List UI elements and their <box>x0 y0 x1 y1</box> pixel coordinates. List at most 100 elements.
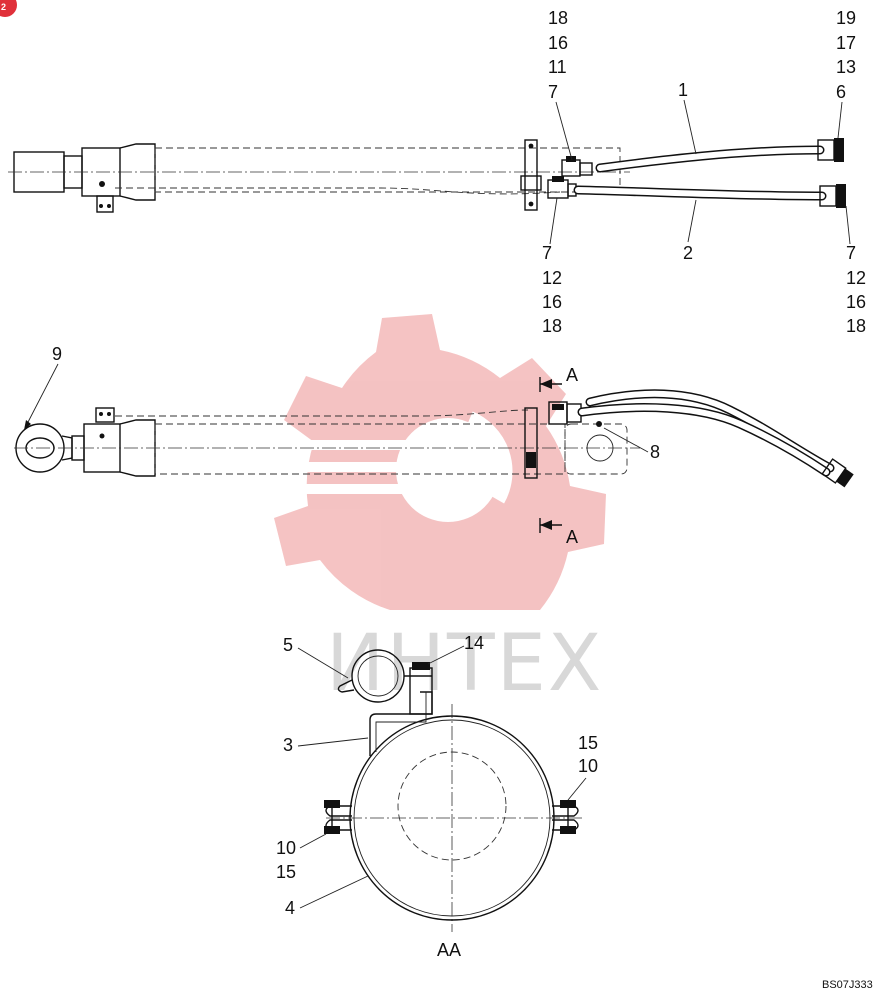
leader-bolt-top <box>427 645 465 665</box>
corner-badge-circle <box>0 0 17 17</box>
callout-band: 4 <box>285 898 295 918</box>
leader-bottom-left <box>549 197 558 245</box>
top-hose-1-core <box>597 147 823 171</box>
section-marker-top-letter: A <box>566 365 578 385</box>
callout-top-left-1: 18 <box>548 8 568 28</box>
middle-cap-end <box>564 423 628 475</box>
callout-top-left-2: 16 <box>548 33 568 53</box>
callout-bottom-right-1: 7 <box>846 243 856 263</box>
drawing-code: BS07J333 <box>822 979 873 991</box>
middle-port-fitting-1-nut <box>552 404 564 410</box>
callout-clamp-small: 5 <box>283 635 293 655</box>
top-hose-1-end-nut <box>834 138 844 162</box>
section-marker-bottom: A <box>539 518 578 547</box>
leader-bottom-right <box>845 205 851 245</box>
section-bracket-inner <box>375 692 427 752</box>
section-pipe-clamp-tail <box>337 679 355 693</box>
callout-top-right-4: 6 <box>836 82 846 102</box>
middle-barrel <box>154 423 566 475</box>
top-upper-adapter <box>579 162 593 176</box>
top-barrel-clamp-tab <box>520 175 542 191</box>
top-lower-fitting-body <box>547 179 569 199</box>
middle-fitting-bolt <box>596 421 602 427</box>
callout-stack-top-right: 19 17 13 6 <box>836 8 856 139</box>
section-band-inner <box>353 719 551 917</box>
leader-top-left <box>555 101 573 161</box>
leader-hose-2 <box>687 199 697 243</box>
callout-bottom-left-4: 18 <box>542 316 562 336</box>
top-port-fitting-lower <box>547 176 577 199</box>
section-marker-top: A <box>539 365 578 392</box>
callout-stack-left-bolt: 10 15 <box>276 833 327 882</box>
callout-top-right-3: 13 <box>836 57 856 77</box>
top-gland-bolt-1 <box>99 181 105 187</box>
middle-gland-bolt-1 <box>99 433 105 439</box>
top-clamp-bolt-2 <box>528 201 534 207</box>
middle-gland-clamp-bolt-1 <box>99 412 103 416</box>
callout-top-right-2: 17 <box>836 33 856 53</box>
top-hose-1 <box>595 138 844 173</box>
section-bolt-right-nut <box>560 826 576 834</box>
callout-top-left-3: 11 <box>548 57 567 77</box>
callout-right-bolt-2: 10 <box>578 756 598 776</box>
watermark-text: ИНТЕХ <box>326 619 603 709</box>
section-bolt-left-head <box>324 800 340 808</box>
top-clamp-bolt-1 <box>528 143 534 149</box>
top-upper-fitting-body <box>561 159 581 177</box>
watermark-bar-3 <box>300 484 490 494</box>
callout-top-right-1: 19 <box>836 8 856 28</box>
callout-bottom-left-1: 7 <box>542 243 552 263</box>
middle-gland-clamp <box>95 407 115 423</box>
middle-barrel-clamp-block <box>526 452 536 468</box>
callout-bracket: 3 <box>283 735 293 755</box>
corner-badge-number: 2 <box>1 2 6 12</box>
top-lower-fitting-nut <box>552 176 564 182</box>
top-upper-fitting-nut <box>566 156 576 162</box>
callout-bottom-left-3: 16 <box>542 292 562 312</box>
top-view-cylinder <box>8 139 630 213</box>
section-bolt-left-nut <box>324 826 340 834</box>
middle-barrel-clamp <box>524 407 538 479</box>
section-pipe <box>357 655 399 697</box>
section-bolt-right-head <box>560 800 576 808</box>
middle-hose-end-fitting <box>821 458 854 488</box>
leader-left-bolt <box>299 833 327 849</box>
callout-hose-1: 1 <box>678 80 688 100</box>
top-gland-bolt-3 <box>107 204 111 208</box>
leader-clamp-small <box>297 647 349 679</box>
leader-band <box>299 875 369 909</box>
callout-fitting: 8 <box>650 442 660 462</box>
callout-bottom-left-2: 12 <box>542 268 562 288</box>
callout-bottom-right-2: 12 <box>846 268 866 288</box>
section-view-label: AA <box>437 940 461 960</box>
top-gland-bolt-2 <box>99 204 103 208</box>
watermark-bar-2 <box>300 462 500 472</box>
leader-eye-arrowhead <box>24 420 31 430</box>
watermark-bar-1 <box>300 440 490 450</box>
middle-pipe-top <box>115 409 529 417</box>
middle-cap-pin <box>586 434 614 462</box>
section-marker-bottom-arrowhead <box>540 520 552 530</box>
callout-hose-2: 2 <box>683 243 693 263</box>
callout-left-bolt-2: 15 <box>276 862 296 882</box>
top-hose-2 <box>573 184 846 208</box>
section-bore <box>397 751 507 861</box>
top-barrel-clamp <box>524 139 538 211</box>
leader-top-right <box>837 101 843 139</box>
leader-fitting <box>603 427 649 453</box>
callout-stack-bottom-right: 7 12 16 18 <box>845 205 866 336</box>
section-marker-top-arrowhead <box>540 379 552 389</box>
middle-hose-lower <box>577 403 831 477</box>
top-hose-2-core <box>575 187 825 199</box>
middle-hose-lower-core <box>579 404 829 475</box>
watermark-gear-logo <box>274 314 606 610</box>
callout-bolt-top: 14 <box>464 633 484 653</box>
top-hose-2-end-nut <box>836 184 846 208</box>
callout-stack-bottom-left: 7 12 16 18 <box>542 197 562 336</box>
leader-hose-1 <box>683 99 697 155</box>
top-port-fitting-upper <box>561 156 593 177</box>
callout-bottom-right-3: 16 <box>846 292 866 312</box>
top-pipe-under <box>115 187 561 195</box>
corner-badge: 2 <box>0 0 17 17</box>
